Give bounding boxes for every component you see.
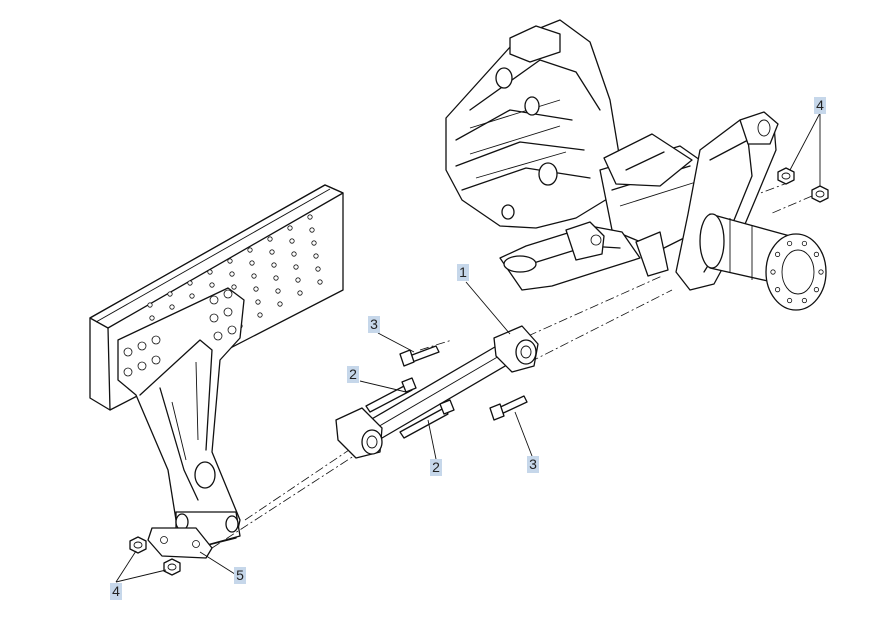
frame-hole	[297, 290, 303, 296]
torque-rod[interactable]	[335, 325, 539, 459]
frame-hole	[257, 312, 263, 318]
frame-hole	[227, 258, 233, 264]
callout-leader-lines	[115, 112, 821, 583]
bolt-right-upper[interactable]	[399, 345, 440, 367]
callout-2-bolt-upper[interactable]: 2	[347, 366, 359, 383]
bracket-bolt	[123, 367, 133, 377]
lock-nut-upper-1[interactable]	[777, 167, 795, 185]
lock-nut-lower-2[interactable]	[163, 558, 181, 576]
axle-differential-housing	[445, 19, 827, 311]
bracket-bolt	[151, 335, 161, 345]
callout-5-shim-plate[interactable]: 5	[234, 567, 246, 584]
bracket-bolt	[227, 325, 237, 335]
frame-hole	[247, 247, 253, 253]
bracket-bolts	[123, 289, 237, 377]
flange-bolt-hole	[774, 251, 781, 257]
frame-hole	[289, 238, 295, 244]
frame-hole	[187, 280, 193, 286]
bracket-bolt	[137, 341, 147, 351]
frame-hole	[149, 315, 155, 321]
frame-hole	[255, 299, 261, 305]
bolt-right-lower[interactable]	[489, 395, 528, 421]
frame-hole	[267, 236, 273, 242]
frame-hole	[291, 251, 297, 257]
flange-bolt-hole	[770, 269, 776, 275]
frame-hole	[207, 269, 213, 275]
frame-hole	[315, 266, 321, 272]
flange-bolt-hole	[801, 240, 808, 247]
flange-bolt-hole	[818, 269, 824, 275]
frame-hole	[209, 282, 215, 288]
flange-bolt-hole	[813, 287, 820, 293]
flange-bolt-hole	[813, 251, 820, 257]
frame-hole	[275, 288, 281, 294]
hub-flange-bolts	[770, 240, 824, 304]
frame-hole	[147, 302, 153, 308]
callout-2-bolt-lower[interactable]: 2	[430, 459, 442, 476]
frame-hole	[231, 284, 237, 290]
frame-hole	[307, 214, 313, 220]
callout-4-nut-lower[interactable]: 4	[110, 583, 122, 600]
bracket-bolt	[123, 347, 133, 357]
bracket-bolt	[209, 313, 219, 323]
frame-hole	[277, 301, 283, 307]
frame-hole	[271, 262, 277, 268]
frame-hole	[317, 279, 323, 285]
shim-plate[interactable]	[147, 527, 213, 559]
frame-hole	[253, 286, 259, 292]
frame-hole	[167, 291, 173, 297]
flange-bolt-hole	[786, 240, 793, 247]
bracket-bolt	[151, 355, 161, 365]
bracket-bolt	[137, 361, 147, 371]
lock-nut-lower-1[interactable]	[129, 536, 147, 554]
flange-bolt-hole	[774, 287, 781, 293]
frame-hole	[293, 264, 299, 270]
frame-bracket	[117, 287, 245, 549]
frame-hole	[309, 227, 315, 233]
callout-4-nut-upper[interactable]: 4	[814, 97, 826, 114]
frame-hole	[169, 304, 175, 310]
bracket-bolt	[223, 289, 233, 299]
frame-hole	[249, 260, 255, 266]
lock-nut-upper-2[interactable]	[811, 185, 829, 203]
callout-1-torque-rod[interactable]: 1	[457, 264, 469, 281]
frame-hole	[269, 249, 275, 255]
frame-hole	[251, 273, 257, 279]
bolt-left-lower[interactable]	[399, 399, 455, 439]
frame-hole	[311, 240, 317, 246]
frame-hole	[295, 277, 301, 283]
bracket-bolt	[223, 307, 233, 317]
frame-hole	[189, 293, 195, 299]
flange-bolt-hole	[786, 297, 793, 304]
callout-3-bolt-lower[interactable]: 3	[527, 456, 539, 473]
frame-hole	[229, 271, 235, 277]
frame-hole	[273, 275, 279, 281]
callout-3-bolt-upper[interactable]: 3	[368, 316, 380, 333]
frame-hole	[313, 253, 319, 259]
bracket-bolt	[209, 295, 219, 305]
bracket-bolt	[213, 331, 223, 341]
flange-bolt-hole	[801, 297, 808, 304]
frame-hole	[287, 225, 293, 231]
